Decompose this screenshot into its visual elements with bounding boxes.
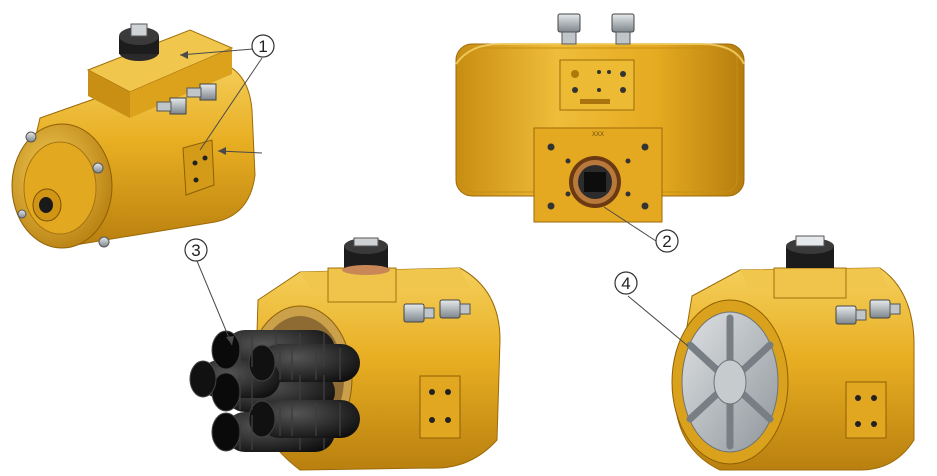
callout-4-label: 4 — [621, 274, 630, 293]
leader-line — [199, 57, 263, 151]
leader-line — [627, 295, 689, 347]
spring-cartridge-icon — [189, 330, 360, 452]
callout-3-label: 3 — [191, 241, 200, 260]
hex-bolt-icon — [557, 13, 581, 45]
hex-bolt-icon — [156, 97, 187, 115]
actuator-view-1 — [11, 23, 263, 249]
leader-line — [603, 206, 657, 242]
callout-1-label: 1 — [258, 37, 267, 56]
leader-line — [196, 260, 233, 346]
hex-bolt-icon — [835, 305, 867, 325]
actuator-view-4 — [627, 235, 915, 471]
callout-3: 3 — [184, 238, 208, 262]
callout-4: 4 — [614, 271, 638, 295]
hex-bolt-icon — [869, 299, 901, 319]
hex-bolt-icon — [611, 13, 635, 45]
leader-line — [179, 48, 254, 56]
actuator-view-3 — [189, 237, 501, 471]
callout-2-label: 2 — [662, 232, 671, 251]
actuator-view-2: XXX — [455, 13, 745, 242]
hex-bolt-icon — [186, 83, 217, 101]
callout-1: 1 — [251, 34, 275, 58]
hex-bolt-icon — [403, 303, 435, 323]
callout-2: 2 — [655, 229, 679, 253]
hex-bolt-icon — [439, 299, 471, 319]
top-face-code: XXX — [592, 132, 604, 138]
